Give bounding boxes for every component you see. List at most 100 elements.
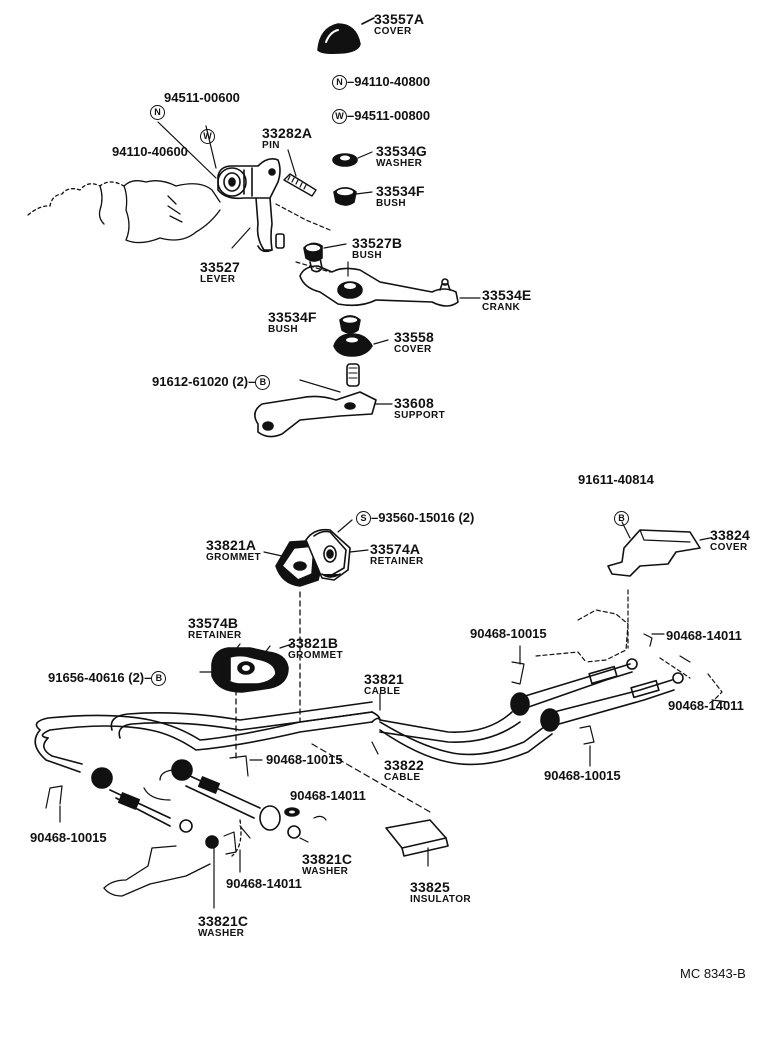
symbol-b-icon: B [255,375,271,391]
diagram-reference-code: MC 8343-B [680,966,746,981]
part-94110-40800-label: N–94110-40800 [332,74,431,91]
part-91656-40616-label: 91656-40616 (2)–B [48,670,167,687]
part-number: 33282A [262,125,313,141]
part-name: WASHER [302,866,349,877]
part-33824-label: 33824 COVER [710,528,750,553]
part-name: COVER [394,344,432,355]
transmission-case-outline [27,180,221,244]
part-number: 33822 [384,757,424,773]
part-number: 33574A [370,541,421,557]
bush-bottom-shape [339,315,361,334]
part-number: 33534F [268,309,317,325]
part-91612-61020-label: 91612-61020 (2)–B [152,374,271,391]
part-number: 93560-15016 (2) [378,510,475,525]
part-33534f-bottom-label: 33534F BUSH [268,310,317,335]
body-outline-right [535,589,723,703]
part-90468-14011-c-label: 90468-14011 [290,788,366,803]
part-number: 33534G [376,143,428,159]
part-94511-00800-label: W–94511-00800 [332,108,431,125]
part-33574a-label: 33574A RETAINER [370,542,424,567]
part-number: 94110-40600 [112,144,188,159]
symbol-w-icon: W [200,129,215,145]
part-name: INSULATOR [410,894,472,905]
part-name: PIN [262,140,280,151]
part-name: BUSH [376,198,406,209]
part-33822-label: 33822 CABLE [384,758,424,783]
part-number: 90468-10015 [470,626,547,641]
grommet-retainer-lower-shape [199,643,293,693]
symbol-b-icon: B [151,671,167,687]
cable-end-fittings-right [510,633,729,767]
part-name: CABLE [364,686,401,697]
crank-shape [299,257,481,307]
part-number: 33527 [200,259,240,275]
lever-housing-shape [217,158,285,253]
part-number: 94110-40800 [354,74,431,89]
part-90468-14011-d-label: 90468-14011 [226,876,302,891]
part-33574b-label: 33574B RETAINER [188,616,242,641]
part-number: 33534E [482,287,532,303]
part-number: 90468-14011 [226,876,302,891]
part-name: RETAINER [188,630,242,641]
part-number: 33821B [288,635,339,651]
part-number: 91611-40814 [578,472,654,487]
part-name: BUSH [352,250,382,261]
part-name: WASHER [376,158,423,169]
symbol-b-icon: B [614,511,629,527]
part-33527b-label: 33527B BUSH [352,236,402,261]
part-number: 91612-61020 (2) [152,374,249,389]
part-number: 33534F [376,183,425,199]
part-number: 33825 [410,879,450,895]
part-number: 33821C [302,851,353,867]
part-name: SUPPORT [394,410,446,421]
part-name: GROMMET [288,650,344,661]
symbol-n-marker: N [150,104,165,121]
part-name: RETAINER [370,556,424,567]
part-33557a-label: 33557A COVER [374,12,424,37]
part-name: COVER [374,26,412,37]
cover-dome-shape [317,17,375,54]
part-90468-10015-c-label: 90468-10015 [544,768,621,783]
part-33821a-label: 33821A GROMMET [206,538,261,563]
insulator-shape [385,819,449,867]
part-number: 90468-14011 [666,628,742,643]
part-90468-10015-a-label: 90468-10015 [470,626,547,641]
part-number: 90468-14011 [668,698,744,713]
cover-cone-shape [333,333,389,357]
part-33825-label: 33825 INSULATOR [410,880,471,905]
part-33558-label: 33558 COVER [394,330,434,355]
cover-bracket-shape [607,521,711,577]
grommet-retainer-upper-shape [263,519,369,587]
part-33282a-label: 33282A PIN [262,126,312,151]
linkage-sketch-left [103,769,242,897]
part-33821c-a-label: 33821C WASHER [302,852,352,877]
part-number: 90468-14011 [290,788,366,803]
part-number: 33608 [394,395,434,411]
part-number: 33557A [374,11,425,27]
part-number: 90468-10015 [266,752,343,767]
part-number: 33527B [352,235,403,251]
part-93560-15016-label: S–93560-15016 (2) [356,510,475,527]
part-94511-00600-label: 94511-00600 [164,90,240,105]
part-number: 33558 [394,329,434,345]
part-33821c-b-label: 33821C WASHER [198,914,248,939]
part-number: 94511-00800 [354,108,431,123]
symbol-n-icon: N [150,105,165,121]
part-33608-label: 33608 SUPPORT [394,396,445,421]
part-number: 90468-10015 [544,768,621,783]
part-91611-40814-label: 91611-40814 [578,472,654,487]
part-number: 33574B [188,615,239,631]
part-name: WASHER [198,928,245,939]
part-33534f-top-label: 33534F BUSH [376,184,425,209]
part-33821-label: 33821 CABLE [364,672,404,697]
part-name: BUSH [268,324,298,335]
symbol-n-icon: N [332,75,347,91]
symbol-s-icon: S [356,511,371,527]
part-33534g-label: 33534G WASHER [376,144,427,169]
part-number: 33821A [206,537,257,553]
part-number: 91656-40616 (2) [48,670,145,685]
part-name: GROMMET [206,552,262,563]
part-name: COVER [710,542,748,553]
part-number: 33821C [198,913,249,929]
